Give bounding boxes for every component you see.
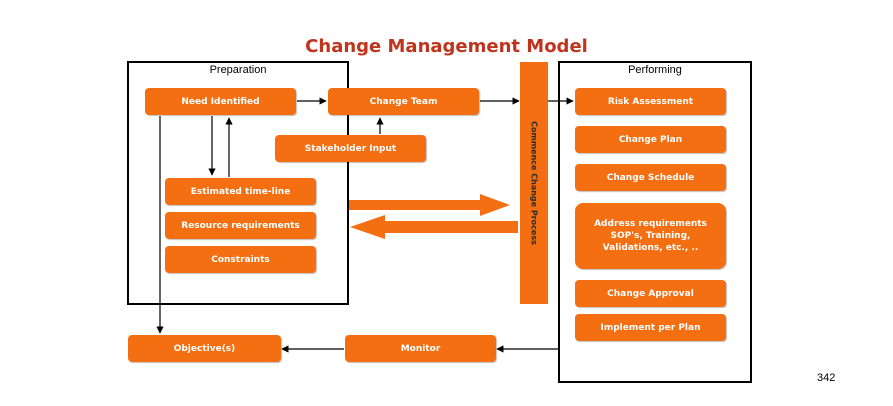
estimated-timeline-box: Estimated time-line bbox=[165, 178, 316, 205]
big-arrow-right bbox=[349, 194, 510, 216]
diagram-title: Change Management Model bbox=[305, 36, 588, 57]
preparation-label: Preparation bbox=[209, 64, 267, 76]
change-team-box: Change Team bbox=[328, 88, 479, 115]
performing-label: Performing bbox=[628, 64, 682, 76]
change-schedule-box: Change Schedule bbox=[575, 164, 726, 191]
stakeholder-input-box: Stakeholder Input bbox=[275, 135, 426, 162]
objectives-box: Objective(s) bbox=[128, 335, 281, 362]
constraints-box: Constraints bbox=[165, 246, 316, 273]
implement-per-plan-box: Implement per Plan bbox=[575, 314, 726, 341]
page-number: 342 bbox=[817, 372, 836, 384]
commence-change-process-label: Commence Change Process bbox=[529, 121, 539, 245]
need-identified-box: Need Identified bbox=[145, 88, 296, 115]
address-requirements-box: Address requirements SOP's, Training, Va… bbox=[575, 203, 726, 269]
monitor-box: Monitor bbox=[345, 335, 496, 362]
change-approval-box: Change Approval bbox=[575, 280, 726, 307]
big-arrow-left bbox=[350, 215, 518, 239]
commence-change-process-bar: Commence Change Process bbox=[520, 62, 548, 304]
resource-requirements-box: Resource requirements bbox=[165, 212, 316, 239]
change-plan-box: Change Plan bbox=[575, 126, 726, 153]
risk-assessment-box: Risk Assessment bbox=[575, 88, 726, 115]
